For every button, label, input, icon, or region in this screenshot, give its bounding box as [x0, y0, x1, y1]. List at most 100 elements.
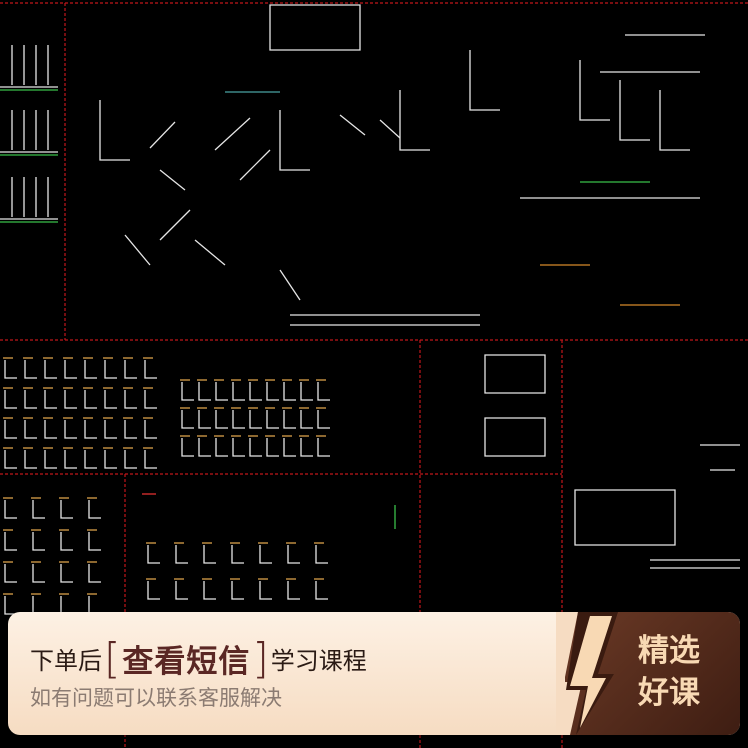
- cad-bracket: [399, 90, 430, 151]
- cad-l-bracket: [283, 438, 296, 457]
- cad-l-bracket: [44, 390, 57, 409]
- cad-l-bracket: [181, 382, 194, 401]
- cad-l-bracket: [144, 360, 157, 379]
- cad-l-bracket: [231, 545, 244, 564]
- cad-l-bracket: [231, 581, 244, 600]
- cad-t-bracket: [60, 564, 73, 583]
- cad-l-bracket: [317, 410, 330, 429]
- headline-prefix: 下单后: [30, 647, 102, 675]
- cad-l-bracket: [215, 438, 228, 457]
- cad-rail: [600, 34, 705, 73]
- cad-l-bracket: [64, 420, 77, 439]
- cad-brace: [279, 269, 301, 301]
- cad-t-bracket: [4, 564, 17, 583]
- cad-l-bracket: [84, 390, 97, 409]
- cad-l-bracket: [124, 450, 137, 469]
- cad-l-bracket: [181, 410, 194, 429]
- cad-l-bracket: [203, 545, 216, 564]
- cad-brace: [194, 239, 226, 266]
- badge-text: 精选 好课: [638, 630, 700, 714]
- cad-l-bracket: [317, 438, 330, 457]
- cad-l-bracket: [64, 360, 77, 379]
- cad-l-bracket: [283, 410, 296, 429]
- cad-l-bracket: [84, 420, 97, 439]
- cad-l-bracket: [104, 420, 117, 439]
- cad-l-bracket: [147, 545, 160, 564]
- cad-l-bracket: [198, 410, 211, 429]
- cad-l-bracket: [144, 450, 157, 469]
- cad-brace: [214, 117, 251, 151]
- cad-frame: [484, 417, 546, 457]
- cad-l-bracket: [24, 360, 37, 379]
- lightning-bolt-icon: [556, 612, 618, 735]
- cad-t-bracket: [32, 532, 45, 551]
- cad-l-bracket: [175, 545, 188, 564]
- bracket-close: ]: [252, 633, 269, 683]
- cad-l-bracket: [266, 410, 279, 429]
- cad-t-bracket: [32, 564, 45, 583]
- cad-l-bracket: [266, 438, 279, 457]
- cad-brace: [149, 121, 176, 149]
- cad-l-bracket: [259, 545, 272, 564]
- cad-brace: [379, 119, 401, 139]
- cad-l-bracket: [300, 438, 313, 457]
- cad-l-bracket: [315, 581, 328, 600]
- cad-rail: [650, 559, 740, 569]
- cad-bracket: [579, 60, 610, 121]
- cad-brace: [124, 234, 151, 266]
- cad-l-bracket: [44, 360, 57, 379]
- cad-l-bracket: [249, 410, 262, 429]
- badge-line-1: 精选: [638, 633, 700, 669]
- cad-brace: [159, 209, 191, 241]
- cad-l-bracket: [104, 450, 117, 469]
- cad-frame: [574, 489, 676, 546]
- cad-l-bracket: [283, 382, 296, 401]
- cad-l-bracket: [124, 420, 137, 439]
- cad-l-bracket: [44, 420, 57, 439]
- cad-l-bracket: [259, 581, 272, 600]
- cad-l-bracket: [232, 382, 245, 401]
- headline-suffix: 学习课程: [270, 647, 367, 675]
- cad-t-bracket: [4, 500, 17, 519]
- cad-l-bracket: [215, 410, 228, 429]
- cad-brace: [239, 149, 271, 181]
- cad-l-bracket: [144, 390, 157, 409]
- cad-l-bracket: [232, 438, 245, 457]
- cad-l-bracket: [64, 450, 77, 469]
- cad-l-bracket: [300, 382, 313, 401]
- cad-brace: [159, 169, 186, 191]
- cad-l-bracket: [144, 420, 157, 439]
- cad-l-bracket: [249, 382, 262, 401]
- cad-l-bracket: [198, 438, 211, 457]
- cad-t-bracket: [60, 500, 73, 519]
- cad-bracket: [659, 90, 690, 151]
- headline-highlight: 查看短信: [122, 644, 251, 680]
- cad-frame: [269, 4, 361, 51]
- cad-l-bracket: [124, 360, 137, 379]
- cad-frame: [484, 354, 546, 394]
- cad-l-bracket: [147, 581, 160, 600]
- promo-banner[interactable]: 下单后 [ 查看短信 ] 学习课程 如有问题可以联系客服解决 精选 好课: [8, 612, 740, 735]
- cad-l-bracket: [84, 450, 97, 469]
- cad-bracket: [700, 444, 740, 471]
- cad-l-bracket: [84, 360, 97, 379]
- cad-t-bracket: [88, 500, 101, 519]
- bracket-open: [: [104, 633, 121, 683]
- cad-l-bracket: [287, 581, 300, 600]
- cad-t-bracket: [4, 532, 17, 551]
- cad-l-bracket: [64, 390, 77, 409]
- cad-l-bracket: [215, 382, 228, 401]
- cad-l-bracket: [104, 360, 117, 379]
- cad-l-bracket: [175, 581, 188, 600]
- cad-l-bracket: [124, 390, 137, 409]
- cad-t-bracket: [88, 564, 101, 583]
- cad-l-bracket: [317, 382, 330, 401]
- cad-l-bracket: [24, 420, 37, 439]
- badge-line-2: 好课: [638, 675, 700, 711]
- cad-l-bracket: [198, 382, 211, 401]
- cad-bracket: [99, 100, 130, 161]
- cad-l-bracket: [249, 438, 262, 457]
- cad-l-bracket: [44, 450, 57, 469]
- banner-headline: 下单后 [ 查看短信 ] 学习课程: [30, 636, 367, 681]
- cad-l-bracket: [203, 581, 216, 600]
